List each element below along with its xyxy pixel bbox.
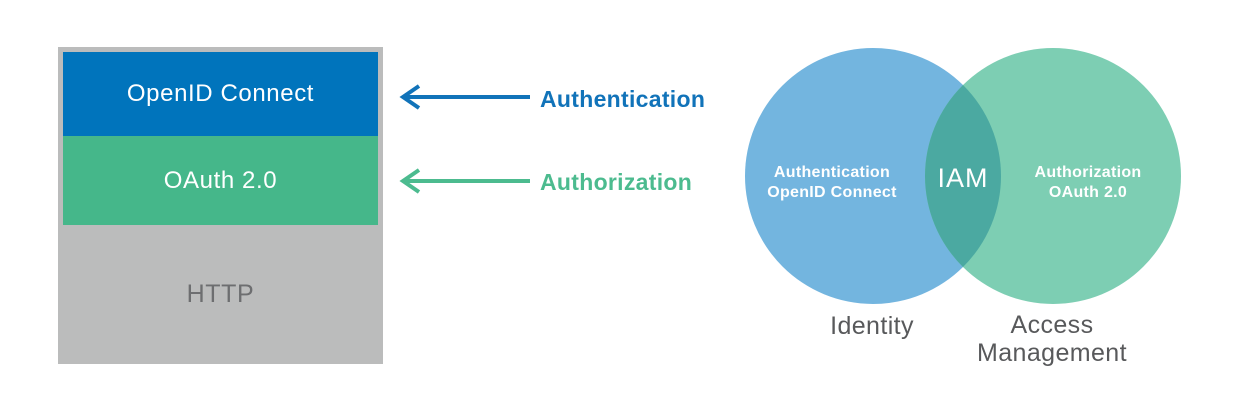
authentication-label: Authentication [540,86,706,112]
stack-layer-label: OAuth 2.0 [163,166,278,194]
stack-layer-label: OpenID Connect [126,80,315,107]
access-management-caption-line2: Management [977,339,1127,367]
authorization-arrow-icon [399,168,530,194]
access-management-circle [925,48,1181,304]
stack-layer-openid-connect: OpenID Connect [63,52,378,136]
protocol-stack: OpenID Connect OAuth 2.0 HTTP [58,47,383,364]
identity-circle [745,48,1001,304]
identity-caption: Identity [830,312,914,340]
authentication-arrow-icon [399,84,530,110]
iam-overlap-label: IAM [937,163,988,193]
access-circle-text-line2: OAuth 2.0 [1049,184,1127,201]
access-circle-text-line1: Authorization [1035,164,1142,181]
venn-diagram: Authentication OpenID Connect IAM Author… [745,48,1181,367]
identity-circle-text-line2: OpenID Connect [767,184,897,201]
authorization-label: Authorization [540,169,693,195]
access-management-caption-line1: Access [1011,311,1094,339]
stack-layer-http: HTTP [63,225,378,364]
identity-circle-text-line1: Authentication [774,164,890,181]
stack-layer-label: HTTP [186,280,255,308]
stack-layer-oauth: OAuth 2.0 [63,136,378,225]
